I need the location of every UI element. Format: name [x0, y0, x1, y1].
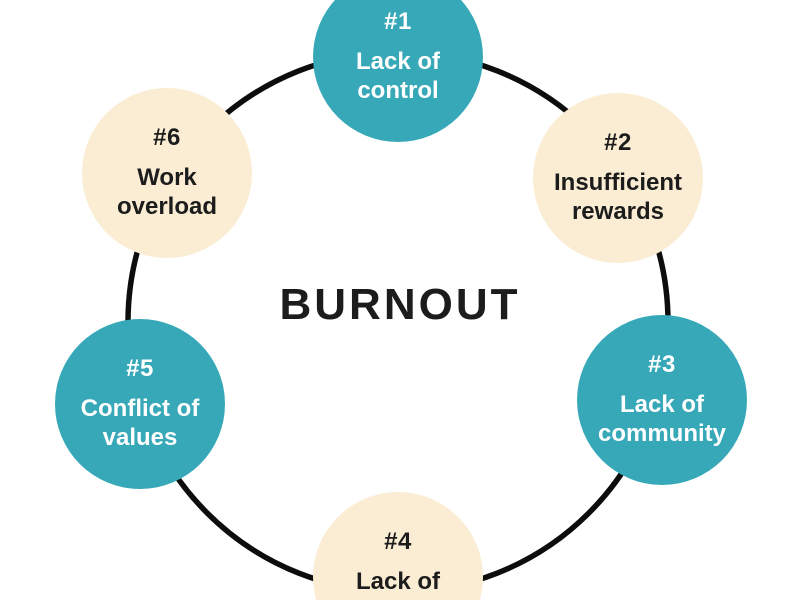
node-number: #6	[153, 124, 181, 152]
node-number: #4	[384, 528, 412, 556]
node-label-line: overload	[116, 193, 218, 221]
node-label-line: Lack of	[355, 568, 441, 596]
node-label-line: Work	[137, 164, 197, 192]
node-number: #2	[604, 129, 632, 157]
node-6-work-overload: #6 Work overload	[82, 88, 252, 258]
node-label-line: Lack of	[355, 48, 441, 76]
node-label-line: values	[102, 424, 178, 452]
node-5-conflict-of-values: #5 Conflict of values	[55, 319, 225, 489]
node-number: #3	[648, 351, 676, 379]
node-number: #1	[384, 8, 412, 36]
node-number: #5	[126, 355, 154, 383]
node-label-line: Insufficient	[553, 169, 682, 197]
node-label-line: rewards	[571, 198, 665, 226]
node-label-line: community	[597, 420, 726, 448]
node-3-lack-of-community: #3 Lack of community	[577, 315, 747, 485]
node-2-insufficient-rewards: #2 Insufficient rewards	[533, 93, 703, 263]
node-label-line: Lack of	[619, 391, 705, 419]
node-label-line: control	[357, 77, 439, 105]
diagram-title: BURNOUT	[279, 280, 521, 329]
node-1-lack-of-control: #1 Lack of control	[313, 0, 483, 142]
node-label-line: Conflict of	[80, 395, 200, 423]
node-label-line: fairness	[352, 596, 444, 600]
